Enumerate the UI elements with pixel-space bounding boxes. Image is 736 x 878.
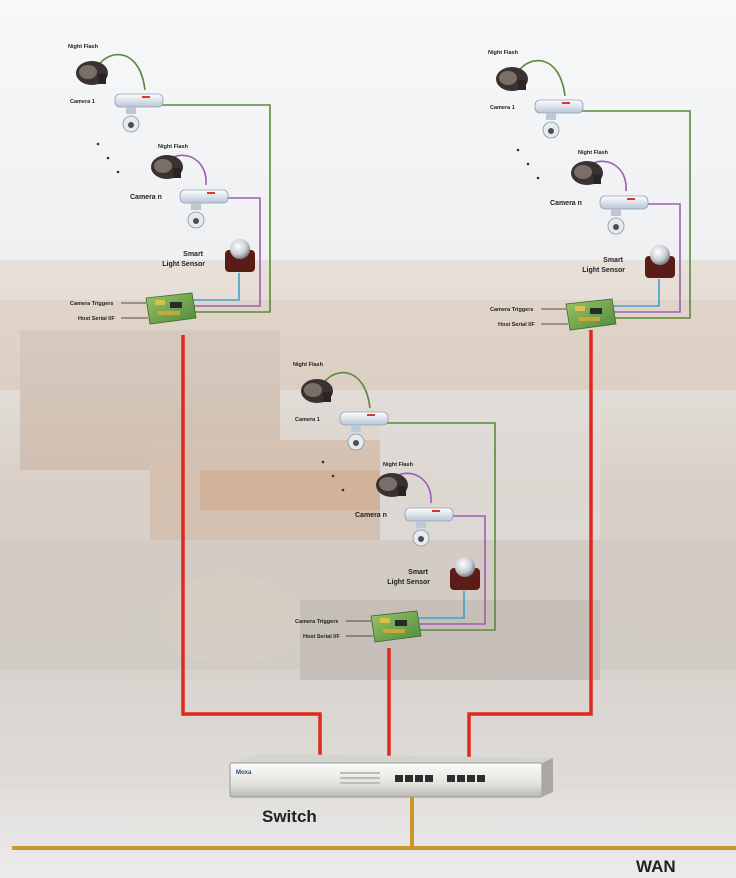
switch-ports bbox=[395, 775, 485, 782]
serial-wire-camn bbox=[191, 197, 261, 307]
cable-left bbox=[181, 335, 322, 757]
cable-right bbox=[467, 330, 593, 757]
switch-label: Switch bbox=[262, 807, 317, 826]
camera-n-label: Camera n bbox=[130, 194, 162, 201]
trigger-wire-cam1 bbox=[162, 104, 271, 313]
camera-1-icon bbox=[114, 93, 164, 133]
night-flash-n-label: Night Flash bbox=[158, 144, 189, 150]
switch-brand-logo: Moxa bbox=[236, 770, 252, 776]
flash1-wire bbox=[97, 53, 146, 91]
night-flash-n-icon bbox=[151, 155, 183, 179]
controller-board-icon bbox=[145, 292, 197, 325]
sensor-wire bbox=[191, 273, 240, 301]
smart-label: Smart bbox=[183, 251, 204, 258]
camera-triggers-label: Camera Triggers bbox=[70, 301, 113, 307]
night-flash-1-label: Night Flash bbox=[68, 44, 99, 50]
network-switch: Moxa bbox=[229, 754, 553, 798]
camera-group-left: Night Flash Camera 1 Night Flash bbox=[68, 44, 271, 325]
host-serial-label: Host Serial I/F bbox=[78, 316, 115, 322]
camera-1-label: Camera 1 bbox=[70, 99, 95, 105]
light-sensor-label: Light Sensor bbox=[162, 261, 205, 268]
camera-n-icon bbox=[179, 189, 229, 229]
wan-label: WAN bbox=[636, 857, 676, 876]
night-flash-1-icon bbox=[76, 61, 108, 85]
ellipsis-dots bbox=[96, 142, 120, 174]
network-cables bbox=[181, 330, 593, 757]
light-sensor-icon bbox=[225, 239, 255, 272]
